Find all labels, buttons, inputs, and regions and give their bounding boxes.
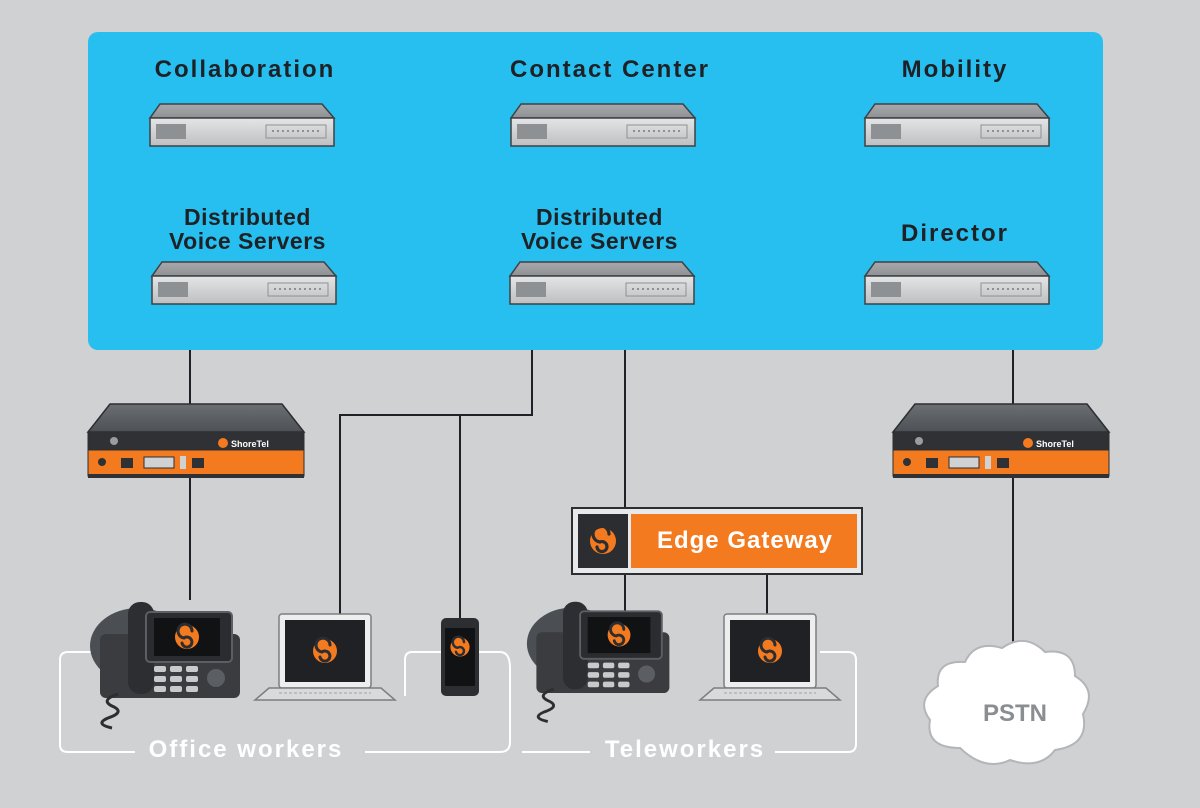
server-appliance-icon (509, 261, 695, 305)
server-appliance-icon (149, 103, 335, 147)
cloud-icon (923, 640, 1090, 765)
group-brackets (59, 651, 857, 753)
server-appliance-icon (151, 261, 337, 305)
laptop-icon (255, 614, 395, 700)
distributed-line-2: Distributed (536, 204, 663, 230)
laptop-icon (700, 614, 840, 700)
contact-center-label: Contact Center (509, 56, 711, 83)
server-appliance-icon (510, 103, 696, 147)
voice-servers-line-1: Voice Servers (169, 228, 326, 254)
connection-lines (189, 350, 1014, 670)
pstn-label: PSTN (982, 700, 1047, 727)
edge-gateway-label: Edge Gateway (656, 527, 834, 554)
collaboration-label: Collaboration (154, 56, 336, 83)
voice-servers-line-2: Voice Servers (521, 228, 678, 254)
mobility-label: Mobility (901, 56, 1009, 83)
server-appliance-icon (864, 103, 1050, 147)
voice-switch-icon (892, 403, 1110, 479)
distributed-voice-servers-label-1: Distributed Voice Servers (140, 205, 355, 253)
distributed-line-1: Distributed (184, 204, 311, 230)
director-label: Director (900, 220, 1010, 247)
edge-gateway (571, 507, 863, 575)
server-appliance-icon (864, 261, 1050, 305)
office-workers-label: Office workers (148, 736, 344, 763)
desk-phone-icon (90, 602, 240, 728)
desk-phone-icon (527, 602, 670, 722)
voice-switch-icon (87, 403, 305, 479)
teleworkers-label: Teleworkers (604, 736, 766, 763)
brand-logo-icon (590, 524, 616, 554)
distributed-voice-servers-label-2: Distributed Voice Servers (492, 205, 707, 253)
smartphone-icon (441, 618, 479, 696)
